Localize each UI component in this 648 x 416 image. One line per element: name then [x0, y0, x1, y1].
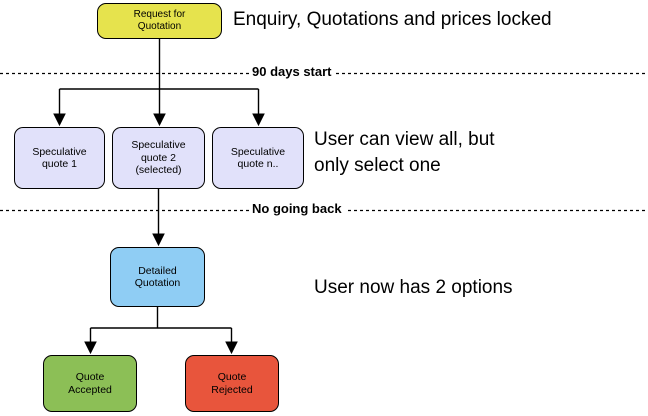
- annotation-view-all-select-one: User can view all, but only select one: [314, 129, 495, 176]
- annotation-two-options: User now has 2 options: [314, 277, 513, 298]
- node-quote-rejected-label: Quote Rejected: [211, 371, 253, 396]
- node-speculative-quote-1[interactable]: Speculative quote 1: [14, 127, 105, 189]
- node-speculative-quote-n[interactable]: Speculative quote n..: [212, 127, 304, 189]
- node-speculative-quote-2-selected[interactable]: Speculative quote 2 (selected): [112, 127, 205, 189]
- node-speculative-quote-2-label: Speculative quote 2 (selected): [131, 139, 186, 177]
- divider-caption-no-going-back: No going back: [249, 201, 345, 216]
- node-request-for-quotation-label: Request for Quotation: [133, 9, 186, 32]
- node-quote-accepted[interactable]: Quote Accepted: [43, 355, 137, 412]
- node-detailed-quotation[interactable]: Detailed Quotation: [110, 247, 205, 307]
- node-speculative-quote-1-label: Speculative quote 1: [32, 145, 87, 170]
- annotation-prices-locked: Enquiry, Quotations and prices locked: [233, 9, 552, 30]
- divider-caption-ninety-days-start: 90 days start: [249, 64, 335, 79]
- node-quote-accepted-label: Quote Accepted: [68, 371, 112, 396]
- node-request-for-quotation[interactable]: Request for Quotation: [97, 3, 222, 39]
- node-detailed-quotation-label: Detailed Quotation: [134, 264, 181, 289]
- node-speculative-quote-n-label: Speculative quote n..: [230, 145, 286, 170]
- node-quote-rejected[interactable]: Quote Rejected: [185, 355, 279, 412]
